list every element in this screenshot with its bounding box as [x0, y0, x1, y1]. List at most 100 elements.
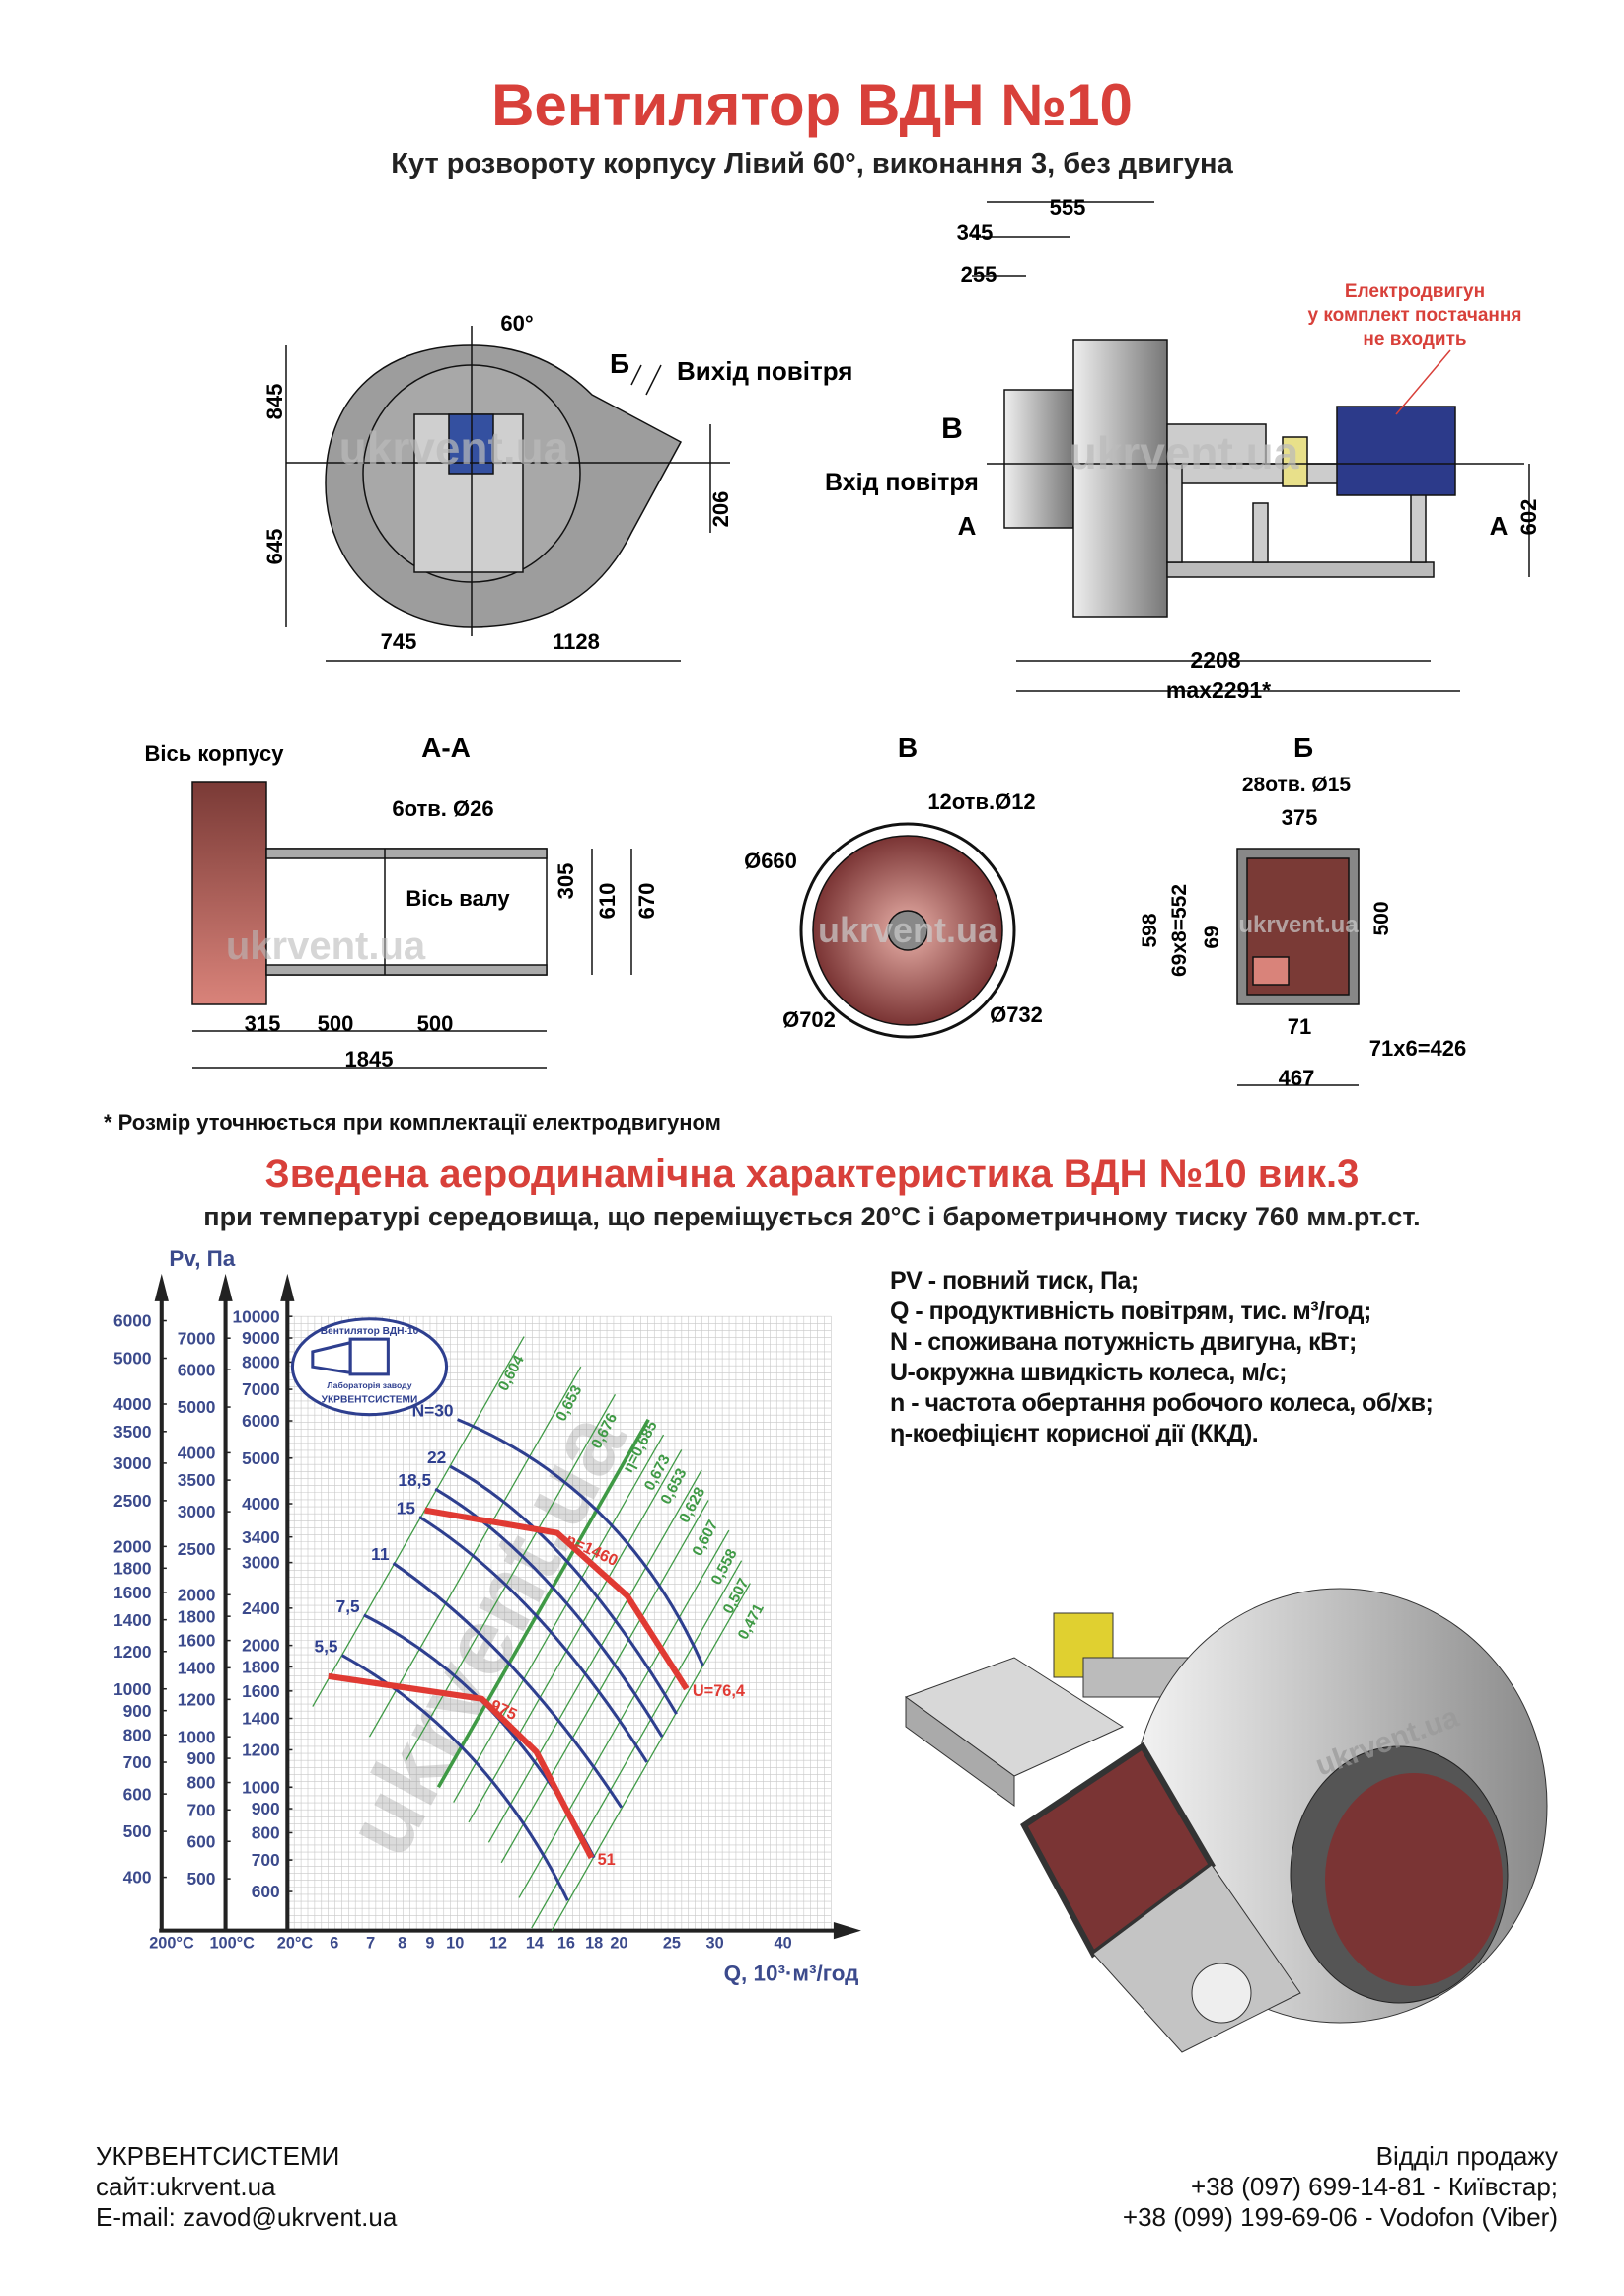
y-tick-label: 2500 — [113, 1491, 152, 1511]
site-link[interactable]: сайт:ukrvent.ua — [96, 2172, 276, 2201]
speed-end-label: 51 — [598, 1851, 616, 1869]
power-curve-label: 7,5 — [336, 1596, 360, 1616]
y-tick-label: 1400 — [113, 1610, 152, 1630]
y-tick-label: 4000 — [242, 1494, 280, 1514]
speed-curve — [328, 1672, 595, 1860]
dim-255: 255 — [961, 262, 997, 287]
y-tick-label: 600 — [123, 1784, 152, 1804]
section-v-title: В — [898, 732, 918, 763]
angle-label: 60° — [500, 311, 533, 335]
footnote: * Розмір уточнюється при комплектації ел… — [104, 1110, 721, 1135]
x-tick-label: 7 — [366, 1934, 375, 1952]
y-tick-label: 900 — [123, 1701, 152, 1721]
motor-note-line: не входить — [1363, 330, 1466, 350]
efficiency-line — [487, 1469, 702, 1843]
dim-1845: 1845 — [345, 1047, 394, 1072]
y-tick-label: 4000 — [113, 1394, 152, 1414]
dim-max2291: max2291* — [1166, 677, 1271, 703]
y-tick-label: 2000 — [178, 1585, 216, 1604]
dim-552: 69x8=552 — [1168, 884, 1191, 977]
section-mark-v: В — [941, 412, 963, 445]
y-tick-label: 1200 — [113, 1642, 152, 1662]
power-curve-label: N=30 — [412, 1401, 454, 1421]
front-view-drawing — [972, 201, 1530, 692]
y-tick-label: 1600 — [113, 1583, 152, 1602]
x-tick-label: 10 — [446, 1934, 464, 1952]
power-curve — [418, 1516, 648, 1763]
y-tick-label: 1600 — [178, 1631, 216, 1651]
y-tick-label: 3500 — [178, 1470, 216, 1490]
y-tick-label: 1000 — [113, 1679, 152, 1699]
y-tick-label: 800 — [123, 1725, 152, 1744]
power-curve — [340, 1654, 569, 1901]
page-title: Вентилятор ВДН №10 — [491, 72, 1133, 138]
temperature-label: 100°C — [209, 1934, 255, 1952]
phone-vodafone[interactable]: +38 (099) 199-69-06 - Vodofon (Viber) — [1122, 2202, 1558, 2232]
axis-body-label: Вісь корпусу — [145, 741, 285, 766]
x-tick-label: 25 — [663, 1934, 681, 1952]
dim-745: 745 — [381, 630, 417, 654]
y-tick-label: 3500 — [113, 1422, 152, 1442]
speed-end-label: U=76,4 — [693, 1682, 745, 1700]
dim-598: 598 — [1139, 913, 1161, 947]
chart-subtitle: при температурі середовища, що переміщує… — [203, 1202, 1421, 1231]
y-tick-label: 1200 — [178, 1689, 216, 1709]
legend-item: n - частота обертання робочого колеса, о… — [890, 1389, 1434, 1417]
dim-206: 206 — [708, 491, 733, 528]
y-tick-label: 2000 — [242, 1636, 280, 1656]
dim-1128: 1128 — [553, 630, 600, 654]
x-tick-label: 20 — [610, 1934, 627, 1952]
dim-845: 845 — [262, 384, 287, 420]
dim-467: 467 — [1279, 1066, 1315, 1090]
x-tick-label: 30 — [706, 1934, 724, 1952]
efficiency-line — [518, 1529, 730, 1898]
power-curve-label: 22 — [427, 1447, 446, 1467]
chart-title: Зведена аеродинамічна характеристика ВДН… — [264, 1152, 1360, 1196]
y-tick-label: 1200 — [242, 1741, 280, 1760]
y-axis-title: Pv, Па — [169, 1246, 235, 1271]
email-link[interactable]: E-mail: zavod@ukrvent.ua — [96, 2202, 398, 2232]
efficiency-line — [453, 1434, 665, 1803]
y-tick-label: 4000 — [178, 1444, 216, 1463]
temperature-label: 200°C — [149, 1934, 194, 1952]
dim-d732: Ø732 — [990, 1002, 1043, 1027]
y-tick-label: 2400 — [242, 1598, 280, 1618]
dim-555: 555 — [1050, 195, 1086, 220]
y-axis-arrow-icon — [218, 1273, 233, 1301]
y-tick-label: 6000 — [178, 1360, 216, 1379]
motor-note-line: у комплект постачання — [1308, 305, 1522, 326]
section-aa-title: А-А — [421, 732, 471, 763]
y-tick-label: 1000 — [242, 1777, 280, 1797]
x-axis-title: Q, 10³·м³/год — [724, 1962, 859, 1986]
y-tick-label: 700 — [123, 1752, 152, 1772]
legend-item: N - споживана потужність двигуна, кВт; — [890, 1328, 1357, 1356]
y-tick-label: 8000 — [242, 1353, 280, 1372]
power-curve — [434, 1487, 664, 1738]
efficiency-line — [468, 1449, 683, 1823]
watermark: ukrvent.ua — [1238, 912, 1359, 938]
footer-contacts: УКРВЕНТСИСТЕМИ сайт:ukrvent.ua E-mail: z… — [96, 2141, 397, 2233]
y-tick-label: 7000 — [178, 1328, 216, 1348]
y-tick-label: 3000 — [113, 1453, 152, 1473]
y-tick-label: 3400 — [242, 1527, 280, 1547]
phone-kyivstar[interactable]: +38 (097) 699-14-81 - Київстар; — [1190, 2172, 1558, 2201]
watermark: ukrvent.ua — [818, 910, 998, 950]
y-tick-label: 800 — [252, 1823, 280, 1843]
efficiency-line — [368, 1366, 582, 1738]
y-tick-label: 900 — [252, 1799, 280, 1818]
fan-3d-render: ukrvent.ua — [904, 1588, 1548, 2053]
y-tick-label: 900 — [186, 1748, 215, 1768]
y-tick-label: 1800 — [113, 1558, 152, 1578]
y-tick-label: 1400 — [242, 1709, 280, 1729]
dim-d660: Ø660 — [744, 849, 797, 873]
y-tick-label: 5000 — [242, 1448, 280, 1468]
efficiency-line — [405, 1393, 617, 1762]
dim-305: 305 — [554, 863, 578, 900]
y-tick-label: 10000 — [232, 1306, 279, 1326]
y-tick-label: 9000 — [242, 1328, 280, 1348]
y-tick-label: 6000 — [242, 1411, 280, 1431]
axis-shaft-label: Вісь валу — [406, 886, 510, 911]
section-v-drawing — [799, 822, 1016, 1039]
x-tick-label: 18 — [585, 1934, 603, 1952]
technical-drawings: 60° 845 645 745 1128 206 Б Вихід повітря… — [145, 195, 1541, 1090]
